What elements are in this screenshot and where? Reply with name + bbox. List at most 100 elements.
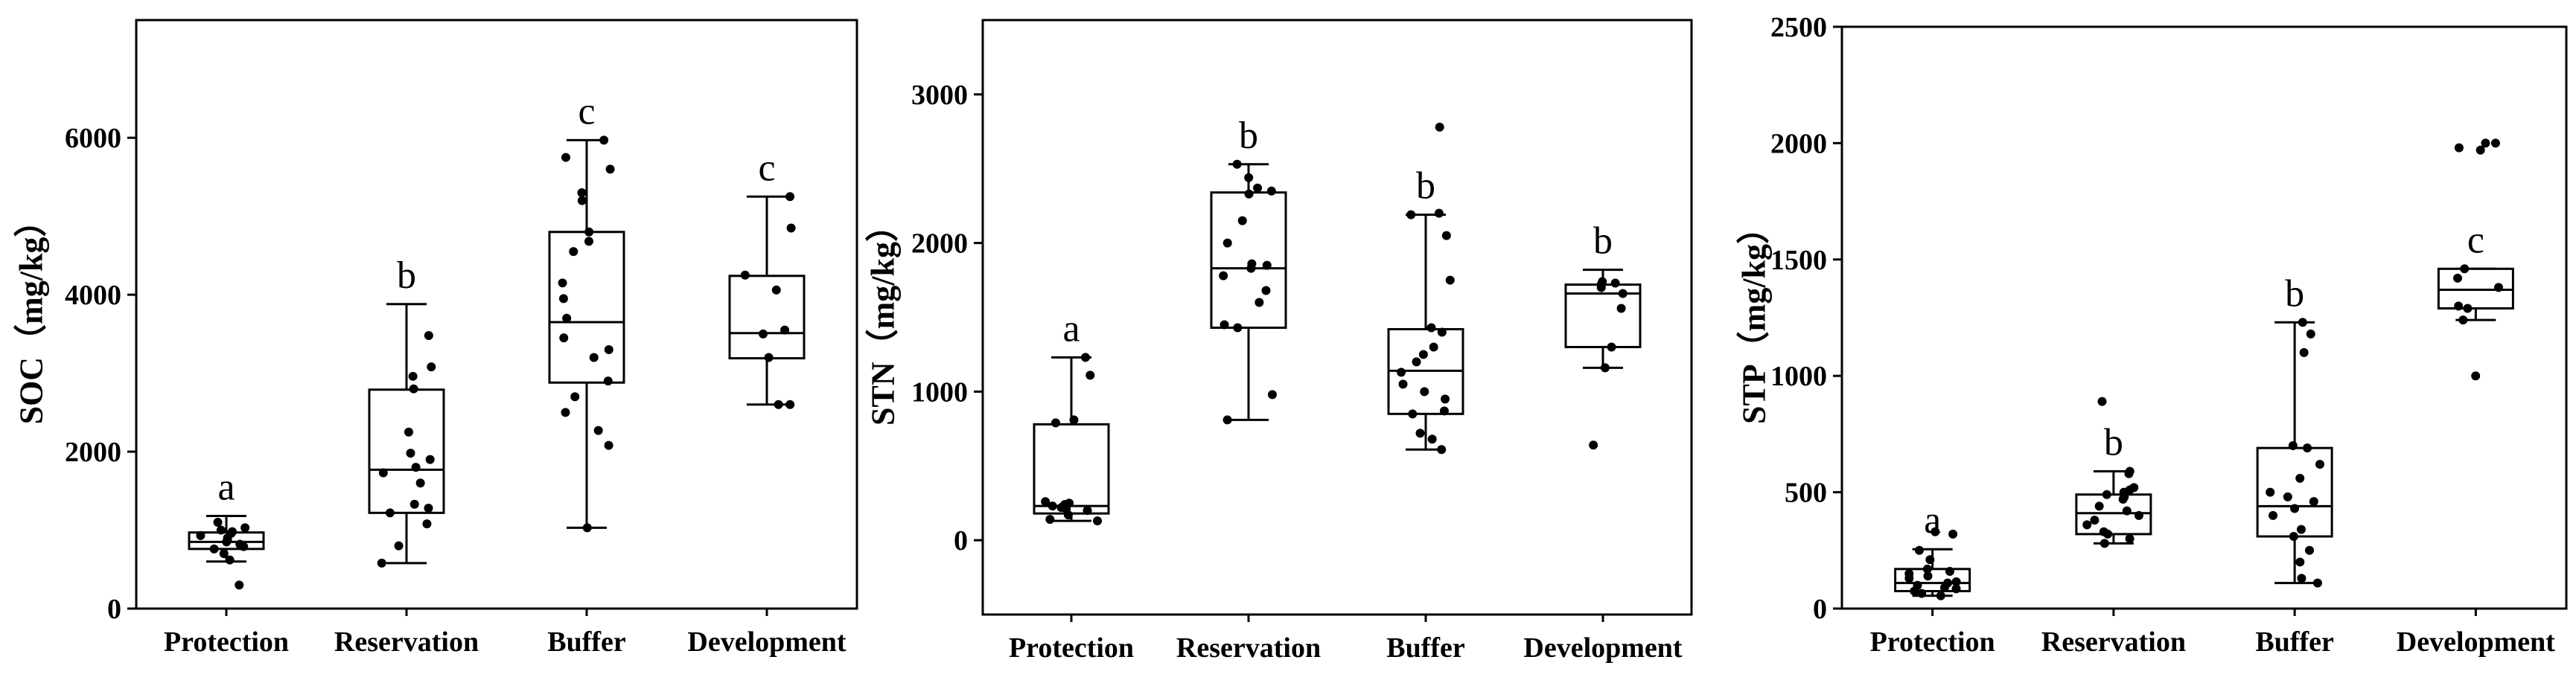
y-axis-title: STP（mg/kg） (1736, 211, 1773, 424)
data-point (228, 527, 237, 536)
box-iqr (368, 388, 445, 514)
data-point (1247, 259, 1257, 269)
plot-frame (1840, 25, 2568, 610)
data-point (424, 504, 433, 513)
data-point (1598, 277, 1607, 286)
data-point (1254, 298, 1264, 307)
data-point (1406, 210, 1416, 219)
data-point (2490, 138, 2500, 148)
data-point (1610, 278, 1620, 288)
data-point (377, 558, 386, 568)
data-point (569, 247, 578, 257)
data-point (2125, 534, 2135, 544)
data-point (1607, 342, 1616, 352)
data-point (1943, 578, 1953, 588)
category-label: Buffer (2255, 626, 2334, 658)
data-point (1616, 304, 1626, 313)
data-point (1445, 275, 1455, 285)
category-label: Reservation (334, 626, 479, 658)
data-point (1434, 208, 1444, 218)
category-label: Protection (164, 626, 289, 658)
data-point (1925, 555, 1935, 565)
significance-letter: b (1239, 115, 1258, 157)
data-point (1945, 566, 1954, 576)
data-point (213, 517, 223, 527)
data-point (2475, 145, 2485, 155)
data-point (2125, 466, 2135, 476)
significance-letter: c (2467, 219, 2484, 261)
data-point (1253, 183, 1263, 193)
data-point (1081, 353, 1091, 362)
y-tick-label: 2000 (65, 437, 121, 468)
data-point (225, 555, 235, 565)
data-point (1051, 418, 1060, 428)
data-point (1951, 577, 1961, 587)
data-point (2295, 473, 2305, 483)
data-point (378, 468, 388, 478)
data-point (1426, 323, 1436, 333)
data-point (2099, 527, 2108, 536)
data-point (2454, 143, 2464, 153)
y-tick-label: 1500 (1770, 245, 1827, 276)
data-point (415, 478, 425, 488)
significance-letter: a (217, 466, 235, 509)
data-point (1435, 122, 1444, 132)
data-point (1048, 501, 1057, 511)
data-point (558, 294, 568, 304)
plot-frame (981, 19, 1693, 616)
box-iqr (548, 231, 625, 384)
data-point (1441, 231, 1451, 240)
data-point (584, 227, 594, 237)
data-point (408, 371, 418, 381)
data-point (219, 549, 229, 559)
y-axis-title: STN（mg/kg） (865, 209, 902, 426)
box-iqr (1564, 283, 1642, 348)
significance-letter: b (1416, 165, 1435, 208)
data-point (577, 188, 587, 198)
data-point (599, 135, 609, 145)
y-tick-label: 0 (107, 594, 121, 625)
box-iqr (728, 275, 806, 360)
data-point (1437, 327, 1447, 337)
data-point (1266, 186, 1276, 196)
data-point (2097, 397, 2107, 406)
data-point (1951, 584, 1961, 594)
box-iqr (1210, 191, 1287, 329)
data-point (1233, 323, 1243, 333)
data-point (235, 580, 244, 590)
y-axis-title: SOC（mg/kg） (13, 205, 50, 425)
data-point (1244, 189, 1254, 199)
data-point (404, 427, 413, 437)
data-point (1093, 516, 1103, 526)
data-point (2269, 510, 2278, 520)
box-4: c (2437, 138, 2514, 381)
data-point (2303, 443, 2312, 453)
data-point (1618, 289, 1627, 298)
data-point (2306, 329, 2315, 339)
data-point (1931, 527, 1940, 536)
data-point (764, 353, 774, 362)
category-label: Reservation (1176, 632, 1321, 664)
data-point (1917, 588, 1927, 598)
data-point (1244, 173, 1254, 182)
data-point (2305, 545, 2315, 555)
data-point (2458, 315, 2468, 325)
box-3: b (2256, 272, 2333, 588)
data-point (2094, 501, 2104, 511)
data-point (1415, 429, 1425, 438)
data-point (1429, 342, 1438, 352)
data-point (605, 164, 615, 174)
significance-letter: b (2285, 272, 2304, 315)
data-point (1420, 387, 1429, 397)
data-point (1441, 394, 1450, 404)
data-point (1267, 390, 1277, 400)
data-point (1220, 320, 1229, 330)
data-point (584, 237, 593, 246)
panel-3: 05001000150020002500STP（mg/kg）Protection… (1736, 12, 2568, 658)
y-tick-label: 4000 (65, 280, 121, 311)
y-tick-label: 0 (954, 525, 968, 556)
data-point (1219, 271, 1228, 280)
box-4: b (1564, 220, 1642, 450)
